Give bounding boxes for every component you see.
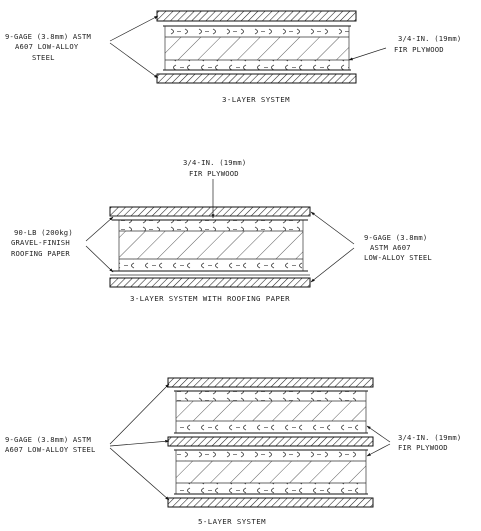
steel-leader-arrow-top xyxy=(109,15,159,42)
top-steel-plate xyxy=(167,377,374,388)
plywood-leader-arrow-lower xyxy=(366,443,391,457)
plywood-core xyxy=(110,215,310,276)
bottom-steel-plate xyxy=(109,277,311,288)
plywood-leader-arrow-upper xyxy=(366,425,391,443)
roofing-paper-label-line-1: 90-LB (200kg) xyxy=(14,228,73,237)
steel-label-line-3: STEEL xyxy=(32,53,55,62)
three-layer-caption: 3-LAYER SYSTEM xyxy=(222,95,290,104)
three-layer-system-diagram: 9-GAGE (3.8mm) ASTM A607 LOW-ALLOY STEEL… xyxy=(5,10,461,104)
bottom-steel-plate xyxy=(156,73,357,84)
steel-label-line-2: A607 LOW-ALLOY STEEL xyxy=(5,445,96,454)
plywood-label-line-2: FIR PLYWOOD xyxy=(394,45,444,54)
steel-leader-arrow-middle xyxy=(109,439,170,447)
three-layer-roofing-paper-diagram: 3/4-IN. (19mm) FIR PLYWOOD 90-LB (200kg)… xyxy=(11,158,432,303)
roofing-paper-label-line-2: GRAVEL-FINISH xyxy=(11,238,70,247)
top-plywood-label-line-1: 3/4-IN. (19mm) xyxy=(183,158,246,167)
top-steel-plate xyxy=(156,10,357,22)
roofing-paper-label-line-3: ROOFING PAPER xyxy=(11,249,70,258)
five-layer-caption: 5-LAYER SYSTEM xyxy=(198,517,266,526)
steel-leader-arrow-top xyxy=(109,383,170,445)
top-steel-plate xyxy=(109,206,311,217)
plywood-label-line-2: FIR PLYWOOD xyxy=(398,443,448,452)
steel-leader-arrow-top xyxy=(310,211,355,245)
top-plywood-label-line-2: FIR PLYWOOD xyxy=(189,169,239,178)
plywood-core xyxy=(163,25,351,71)
steel-label-line-1: 9-GAGE (3.8mm) xyxy=(364,233,427,242)
roofing-paper-leader-arrow-top xyxy=(85,216,114,242)
steel-label-line-2: A607 LOW-ALLOY xyxy=(15,42,79,51)
steel-label-line-1: 9-GAGE (3.8mm) ASTM xyxy=(5,435,91,444)
roofing-paper-system-caption: 3-LAYER SYSTEM WITH ROOFING PAPER xyxy=(130,294,290,303)
steel-label-line-3: LOW-ALLOY STEEL xyxy=(364,253,432,262)
plywood-leader-arrow xyxy=(348,47,387,61)
plywood-label-line-1: 3/4-IN. (19mm) xyxy=(398,433,461,442)
steel-leader-arrow-bottom xyxy=(109,42,159,79)
roofing-paper-leader-arrow-bottom xyxy=(85,245,114,273)
steel-label-line-2: ASTM A607 xyxy=(370,243,411,252)
steel-leader-arrow-bottom xyxy=(310,247,355,283)
lower-plywood-core xyxy=(174,449,368,495)
upper-plywood-core xyxy=(174,390,368,434)
five-layer-system-diagram: 9-GAGE (3.8mm) ASTM A607 LOW-ALLOY STEEL… xyxy=(5,377,461,526)
steel-leader-arrow-bottom xyxy=(109,447,170,501)
bottom-steel-plate xyxy=(167,497,374,508)
plywood-label-line-1: 3/4-IN. (19mm) xyxy=(398,34,461,43)
middle-steel-plate xyxy=(167,436,374,447)
steel-label-line-1: 9-GAGE (3.8mm) ASTM xyxy=(5,32,91,41)
